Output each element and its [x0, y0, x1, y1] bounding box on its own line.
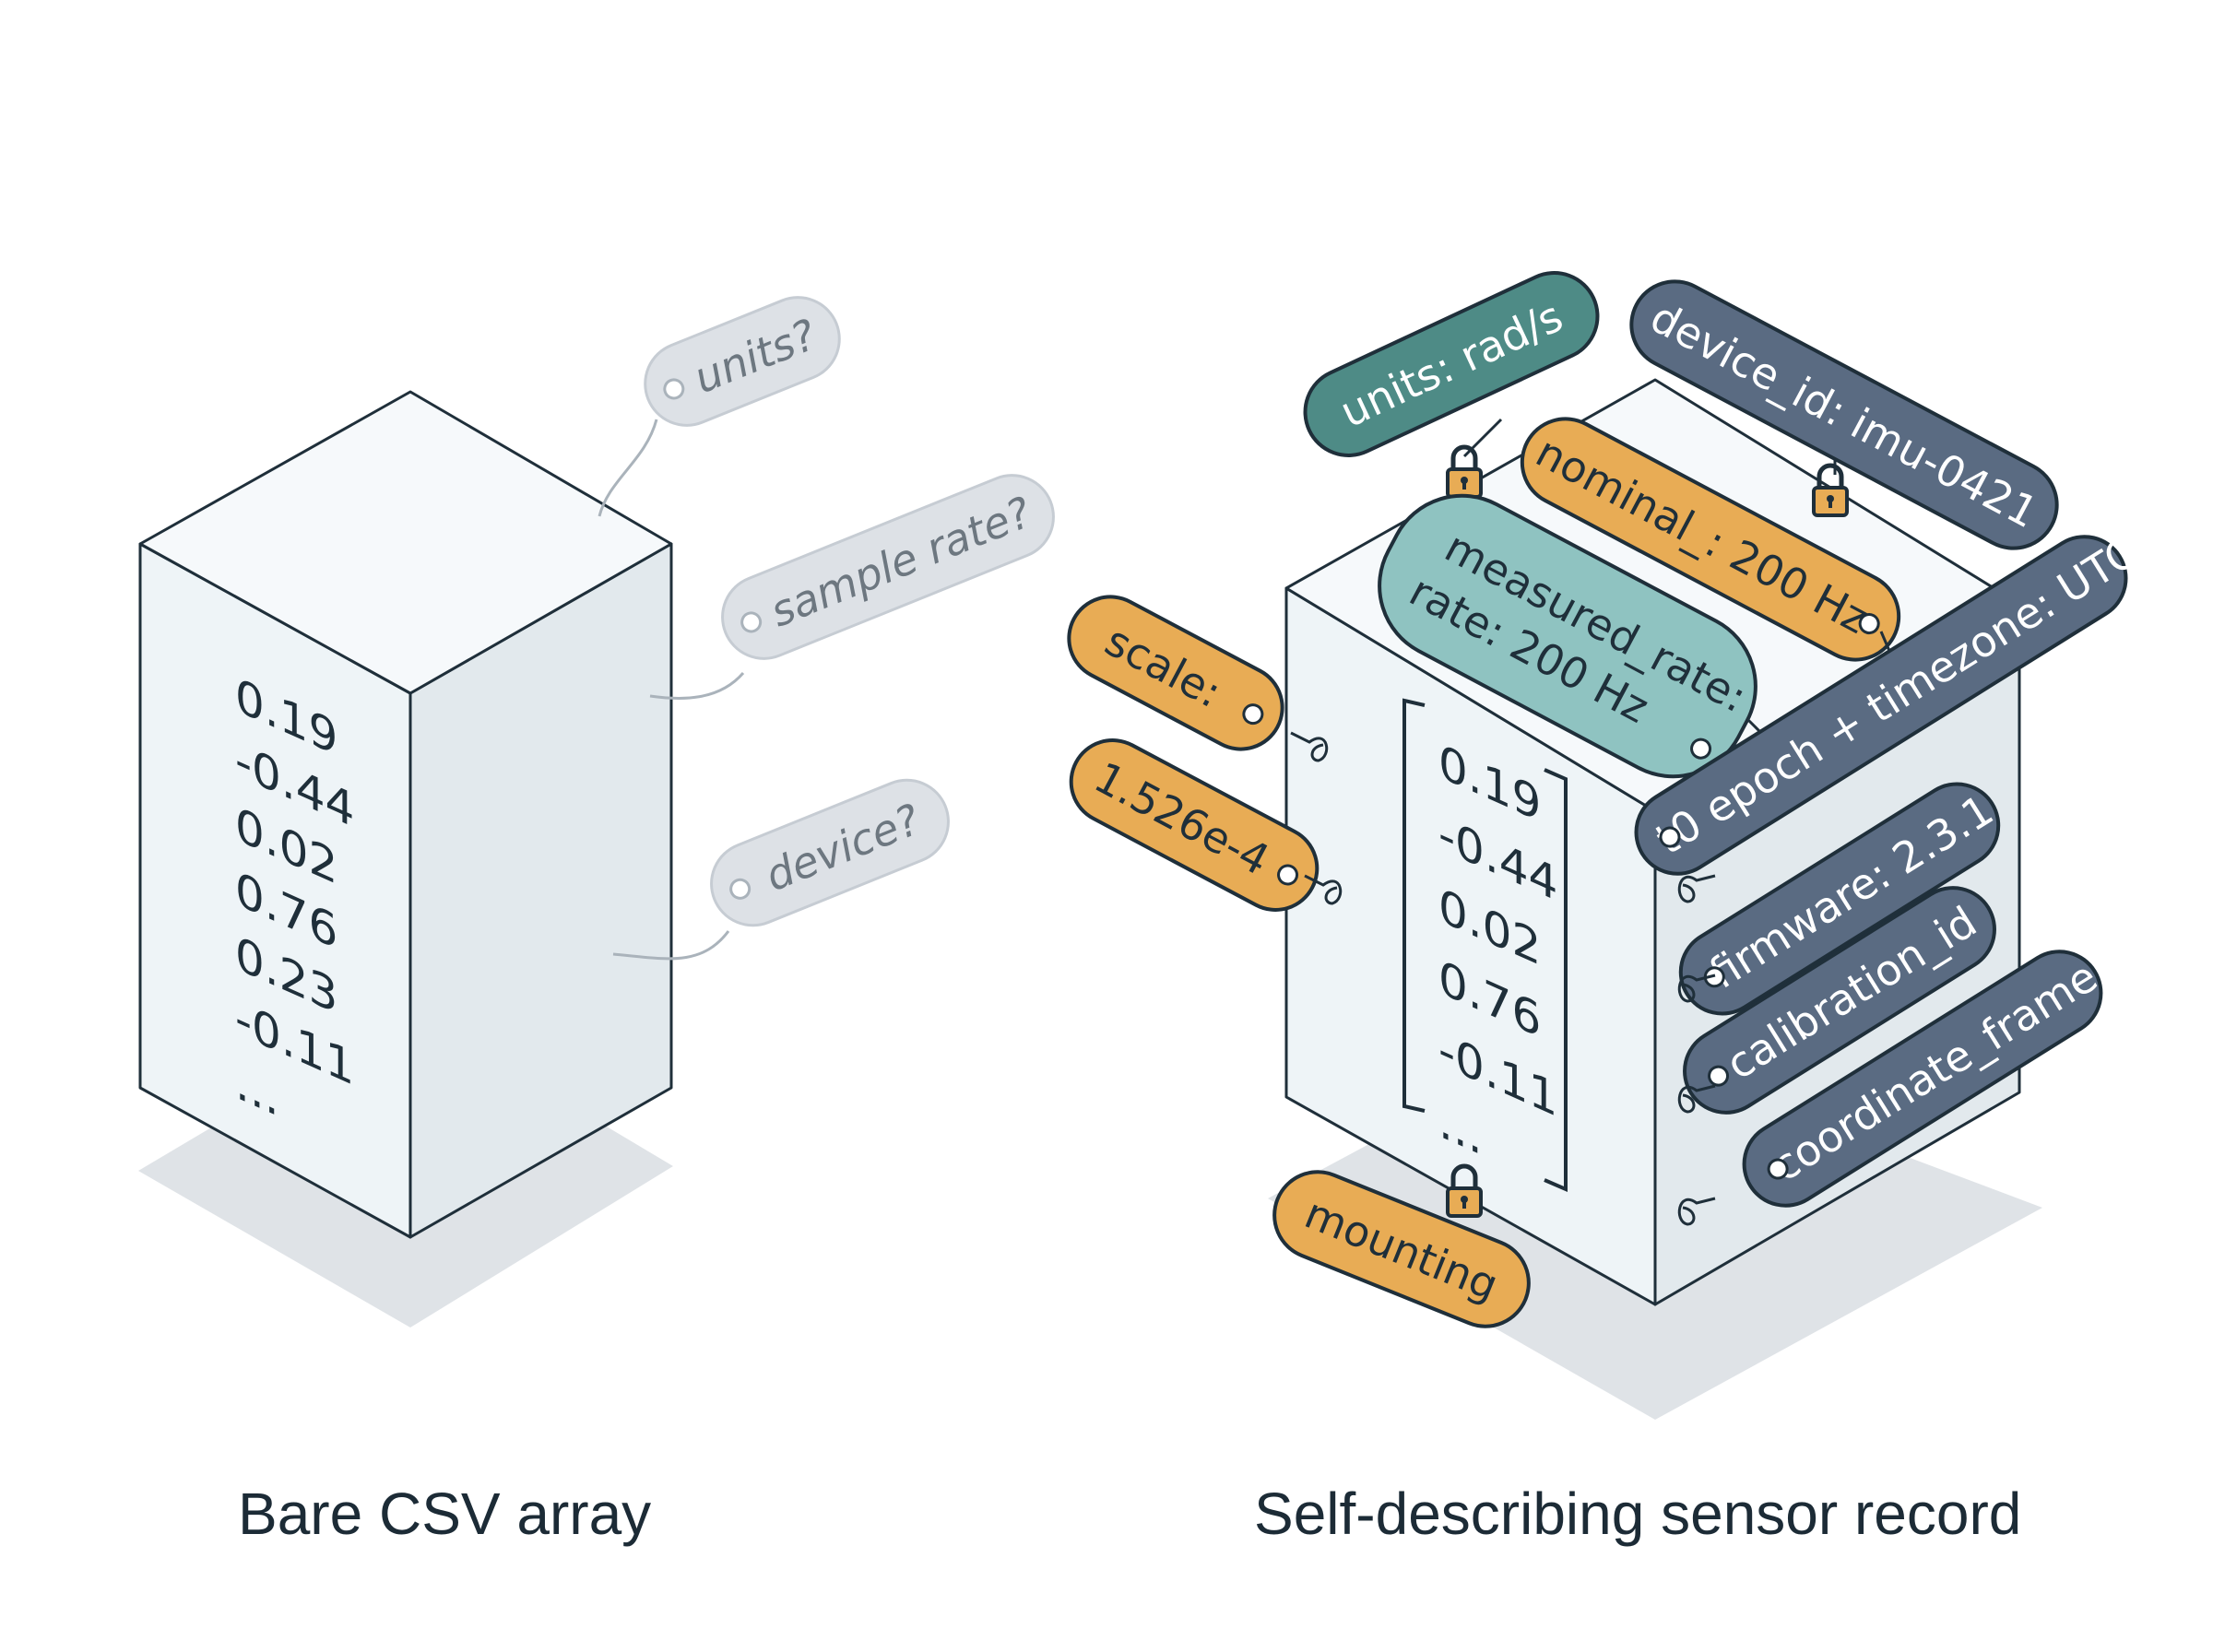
- sensor-record-caption: Self-describing sensor record: [1254, 1481, 2022, 1547]
- scale-tag: scale:: [1067, 595, 1284, 751]
- bare-csv-box: 0.19-0.440.020.760.23-0.11...: [138, 390, 673, 1328]
- units-question-string: [598, 419, 658, 517]
- firmware-hook-icon: [1677, 974, 1716, 1003]
- scale-value-hook-icon: [1304, 874, 1343, 905]
- units-question-tag: units?: [644, 296, 841, 427]
- t0-hook-icon: [1677, 874, 1716, 903]
- scale-hook-icon: [1290, 731, 1329, 762]
- device-id-lock-icon: [1814, 466, 1847, 515]
- sample-rate-question-string: [649, 672, 745, 700]
- calibration-hook-icon: [1677, 1084, 1716, 1114]
- sample-rate-question-tag: sample rate?: [721, 474, 1055, 660]
- bare-box-top: [138, 390, 673, 695]
- bare-csv-caption: Bare CSV array: [238, 1481, 652, 1547]
- coordinate-hook-icon: [1677, 1197, 1716, 1226]
- device-question-string: [612, 930, 730, 961]
- matrix-bracket-right: [1544, 768, 1568, 1193]
- matrix-bracket-left: [1402, 698, 1426, 1113]
- device-question-tag: device?: [710, 778, 950, 927]
- scale-value-tag: 1.526e-4: [1069, 738, 1320, 912]
